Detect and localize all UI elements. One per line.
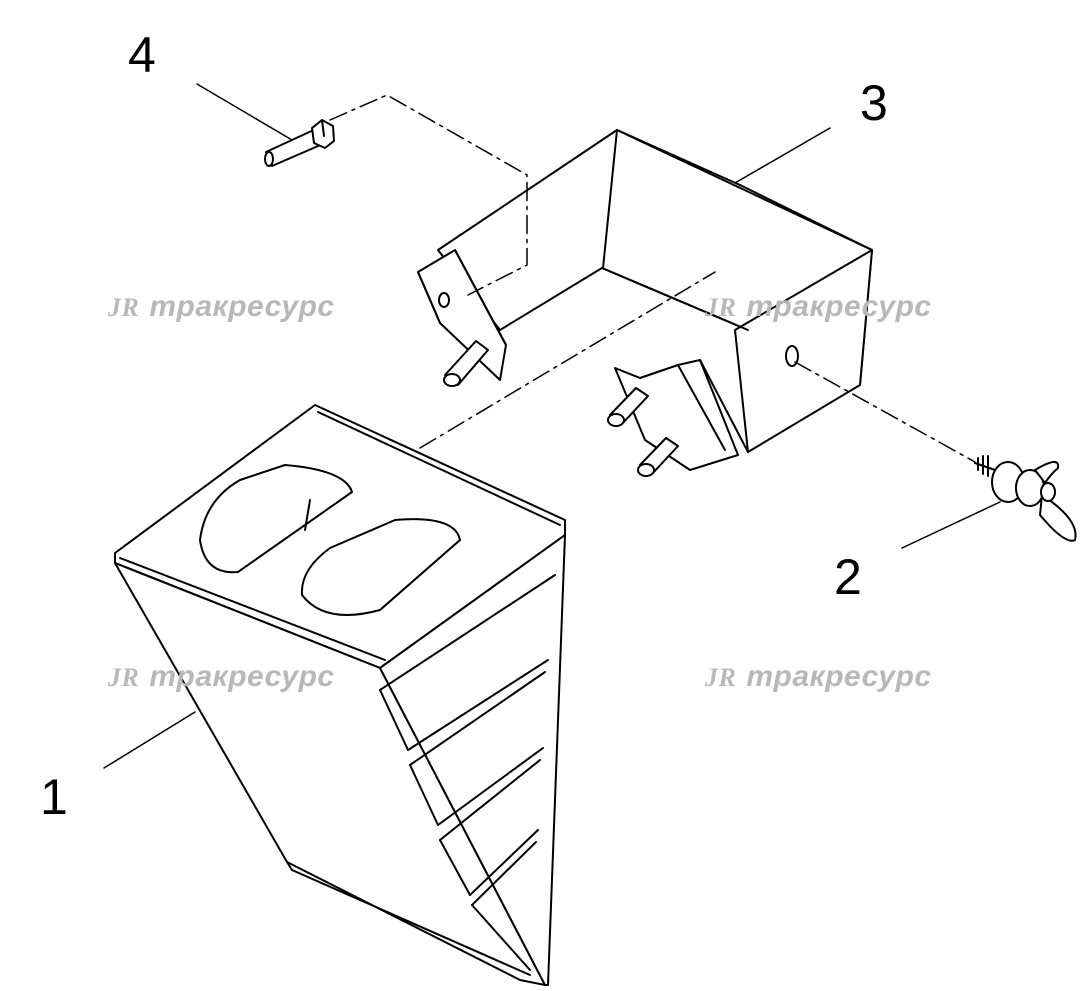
watermark-logo: JR <box>705 293 737 322</box>
assembly-line-chock <box>419 271 716 449</box>
part-label-3: 3 <box>860 75 888 131</box>
part-label-2: 2 <box>834 549 862 605</box>
part-2-wing-nut <box>974 455 1077 542</box>
watermark-text: тракресурс <box>149 290 335 323</box>
watermark-text: тракресурс <box>746 290 932 323</box>
part-1-wheel-chock <box>114 404 566 986</box>
part-label-4: 4 <box>128 27 156 83</box>
part-3-bracket <box>417 129 873 477</box>
part-4-bolt <box>264 119 335 167</box>
assembly-line-bolt <box>329 94 528 296</box>
leader-line-2 <box>901 501 1001 549</box>
watermark-logo: JR <box>108 293 140 322</box>
watermark-logo: JR <box>108 663 140 692</box>
watermark-top-left: JR тракресурс <box>108 290 335 324</box>
watermark-bottom-right: JR тракресурс <box>705 660 932 694</box>
watermark-top-right: JR тракресурс <box>705 290 932 324</box>
watermark-text: тракресурс <box>149 660 335 693</box>
assembly-lines <box>329 94 976 463</box>
leader-line-3 <box>734 127 831 184</box>
leader-lines <box>103 83 1001 769</box>
part-label-1: 1 <box>40 769 68 825</box>
leader-line-4 <box>196 83 293 141</box>
assembly-line-nut <box>794 361 976 463</box>
leader-line-1 <box>103 711 196 769</box>
watermark-text: тракресурс <box>746 660 932 693</box>
watermark-logo: JR <box>705 663 737 692</box>
watermark-bottom-left: JR тракресурс <box>108 660 335 694</box>
